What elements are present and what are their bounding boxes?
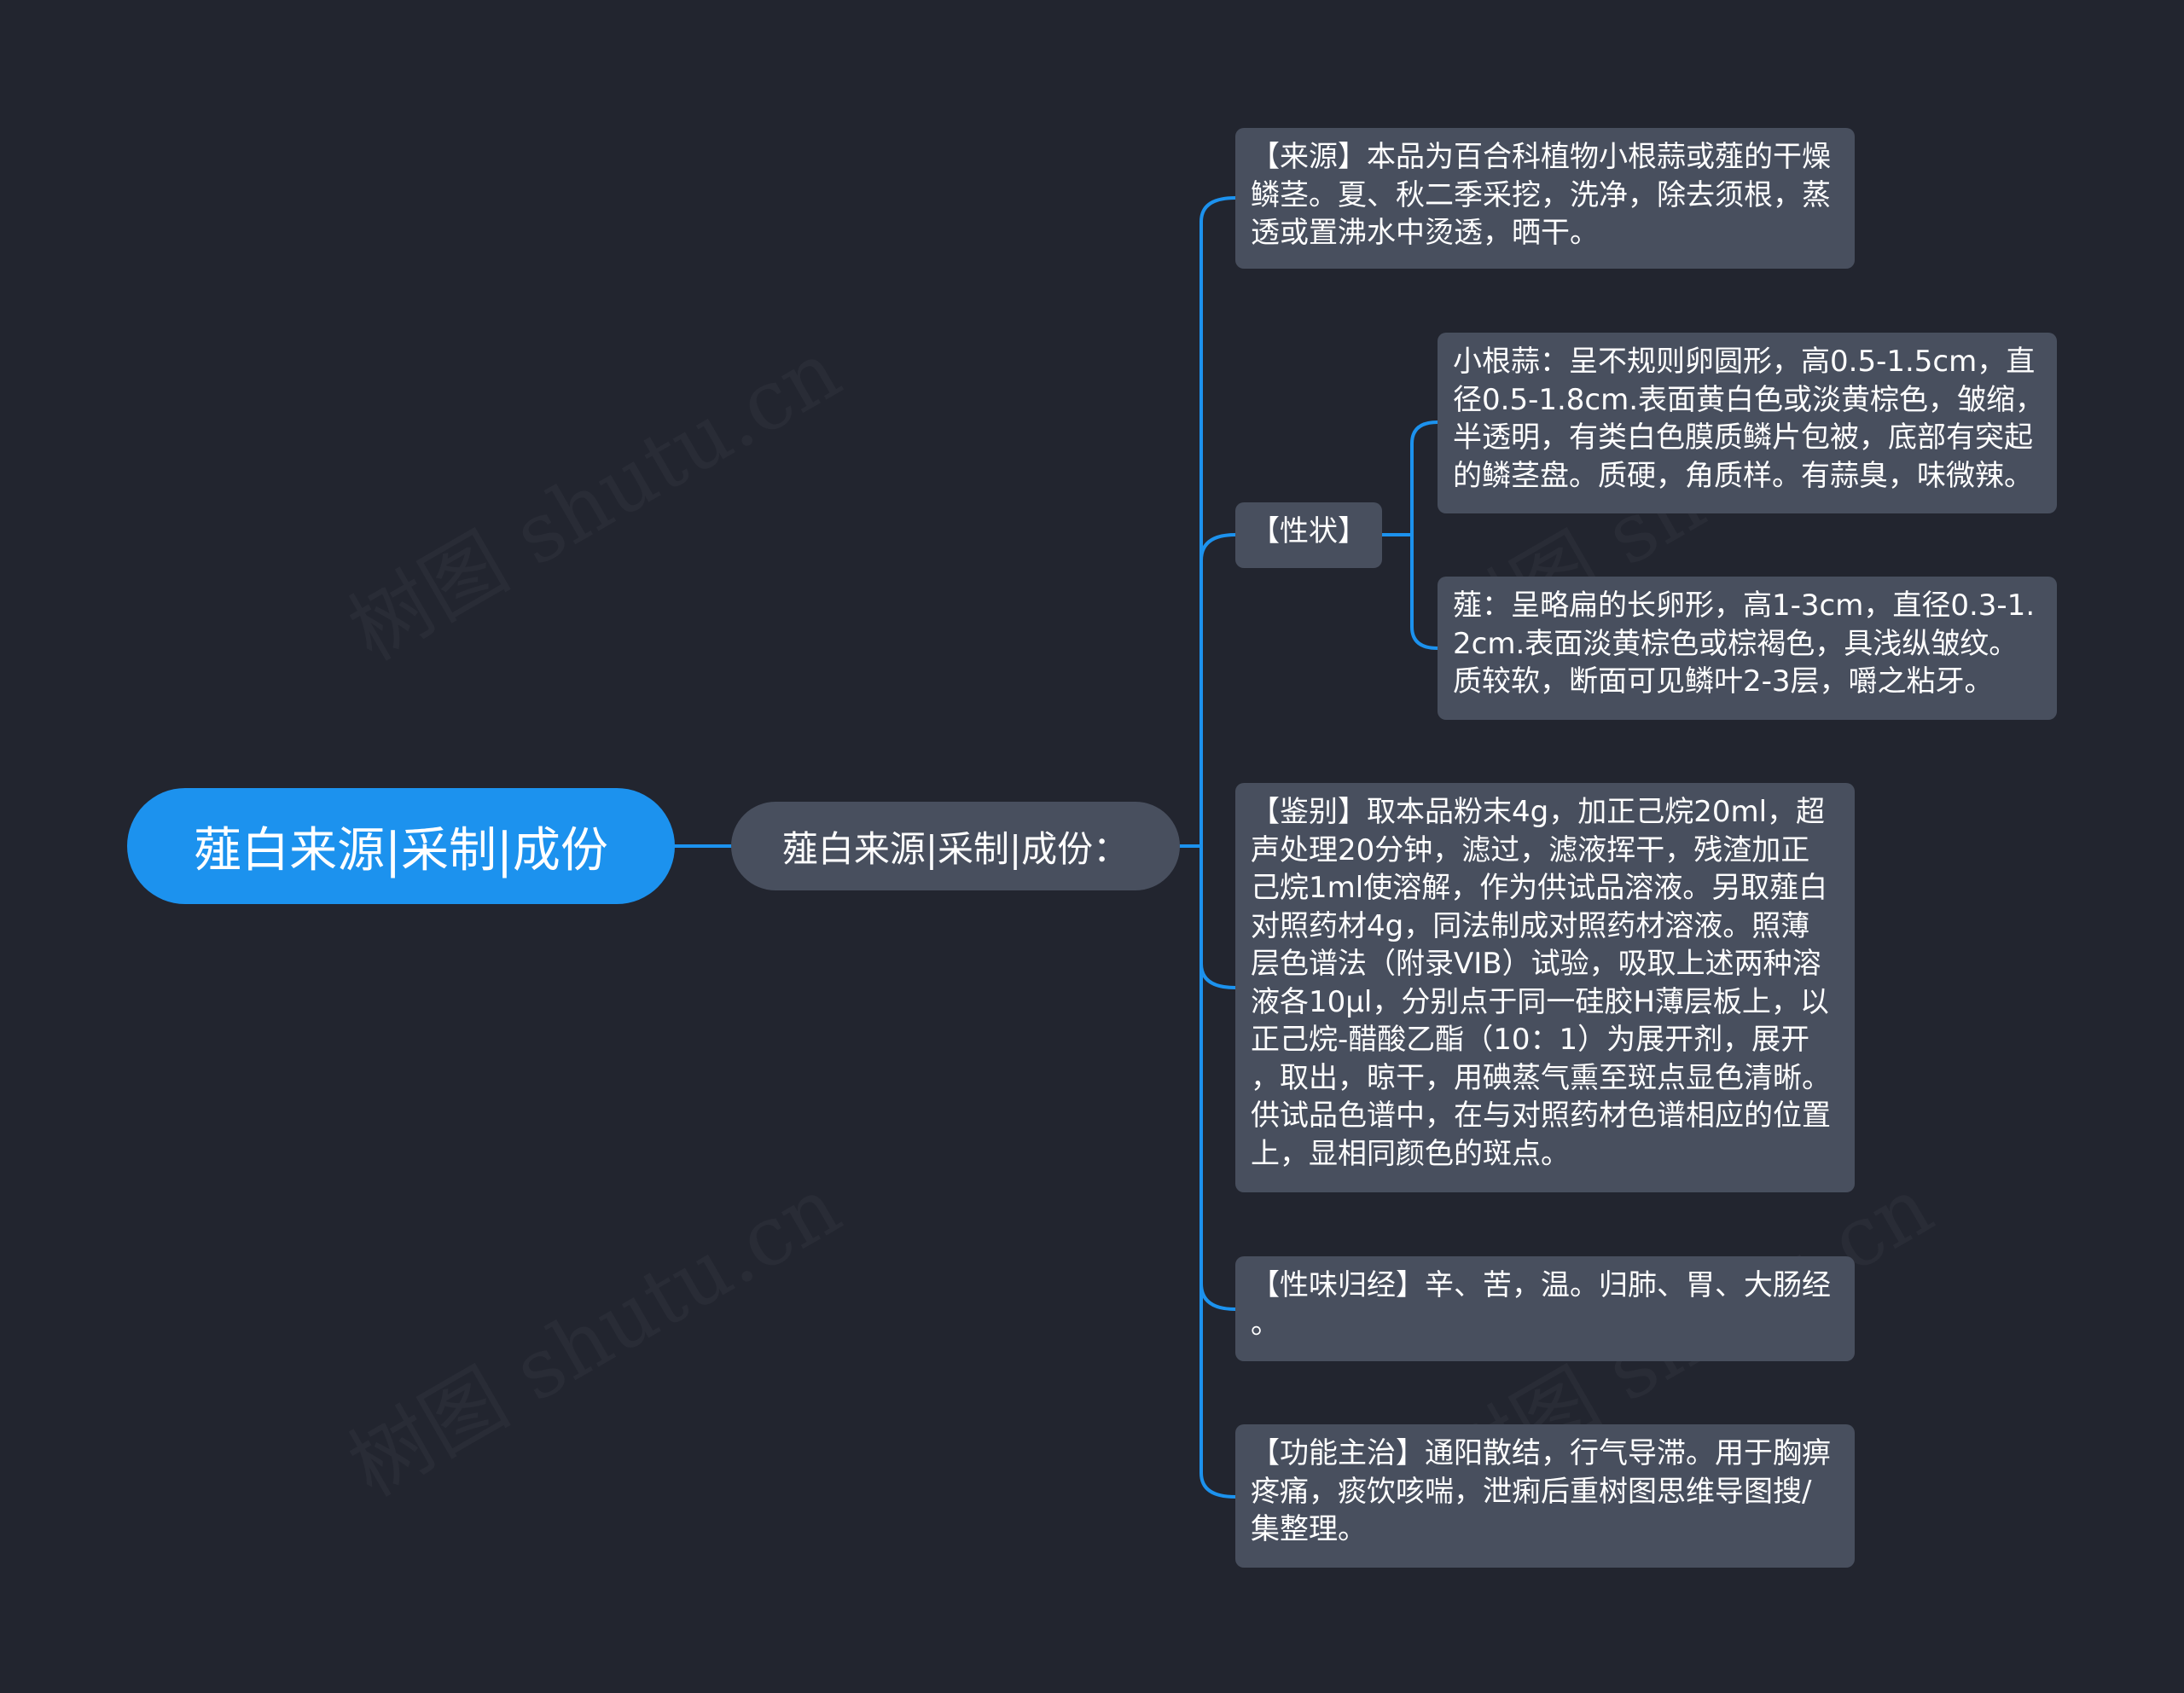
connector-to-xiaogensuan [1410,420,1439,536]
traits-xie-node[interactable]: 薤：呈略扁的长卵形，高1-3cm，直径0.3-1. 2cm.表面淡黄棕色或棕褐色… [1438,577,2057,720]
root-node[interactable]: 薤白来源|采制|成份 [127,788,675,904]
connector-to-source [1199,196,1237,848]
traits-xiaogensuan-node[interactable]: 小根蒜：呈不规则卵圆形，高0.5-1.5cm，直 径0.5-1.8cm.表面黄白… [1438,333,2057,513]
connector-to-identification [1199,844,1237,989]
source-node[interactable]: 【来源】本品为百合科植物小根蒜或薤的干燥 鳞茎。夏、秋二季采挖，洗净，除去须根，… [1235,128,1855,269]
connector-to-meridian [1199,844,1237,1311]
topic-node[interactable]: 薤白来源|采制|成份： [731,802,1180,890]
traits-node[interactable]: 【性状】 [1235,502,1382,568]
connector-to-traits [1199,533,1237,848]
connector-to-xie [1410,533,1439,650]
identification-node[interactable]: 【鉴别】取本品粉末4g，加正己烷20ml，超 声处理20分钟，滤过，滤液挥干，残… [1235,783,1855,1192]
function-node[interactable]: 【功能主治】通阳散结，行气导滞。用于胸痹 疼痛，痰饮咳喘，泄痢后重树图思维导图搜… [1235,1424,1855,1568]
meridian-node[interactable]: 【性味归经】辛、苦，温。归肺、胃、大肠经 。 [1235,1256,1855,1361]
connector-to-function [1199,844,1237,1499]
